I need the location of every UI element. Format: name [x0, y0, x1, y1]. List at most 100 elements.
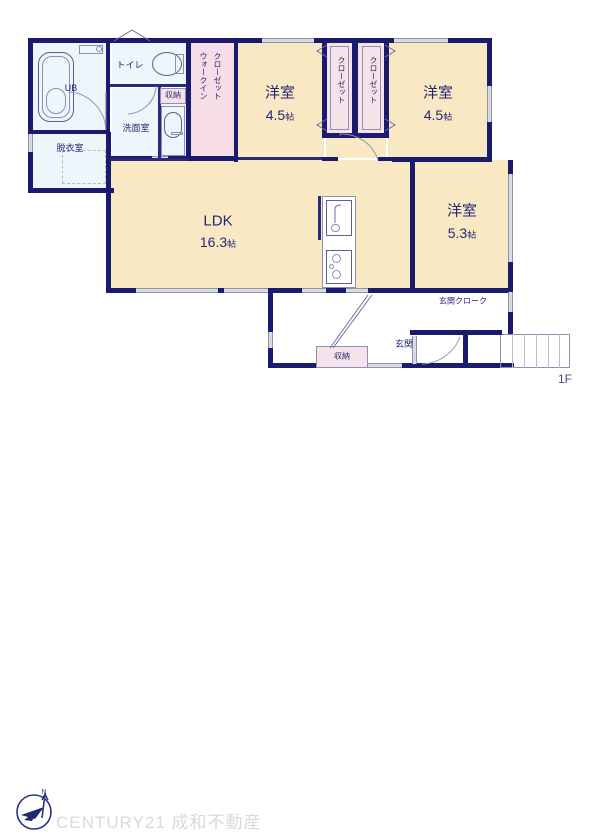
- stove-burner-2: [332, 270, 341, 279]
- door-genkan-entry: [342, 363, 402, 368]
- wall-ldk-top-left: [110, 158, 188, 161]
- wall-bedroom1-bottom: [238, 157, 324, 160]
- compass-icon: N: [16, 789, 52, 830]
- wall-toilet-bottom: [110, 84, 186, 87]
- wall-hall-bottom-b: [378, 157, 392, 161]
- stair-tread-2: [524, 334, 525, 368]
- svg-text:N: N: [41, 789, 46, 796]
- storage-box-1: [160, 88, 186, 104]
- label-toilet: トイレ: [116, 59, 144, 70]
- wall-bedroom3-right-b: [508, 262, 513, 292]
- label-bedroom-1-size: 4.5帖: [266, 107, 295, 124]
- room-fill-bedroom-2: [388, 42, 488, 158]
- wall-closet2-right: [384, 42, 389, 138]
- wall-bedroom3-right-a: [508, 160, 513, 174]
- wall-exterior-right-upper2: [487, 122, 492, 162]
- wall-ldk-bottom-c: [326, 288, 346, 293]
- wall-exterior-right-upper: [487, 38, 492, 86]
- wall-bedroom2-bottom: [392, 157, 492, 162]
- wall-genkan-bottom-a: [268, 363, 342, 368]
- wall-hall-bottom-a: [322, 157, 338, 161]
- stair-tread-5: [559, 334, 560, 368]
- bedroom-2-size-value: 4.5: [423, 107, 444, 124]
- wall-cloak-bottom: [410, 330, 468, 335]
- wall-wic-left: [186, 38, 191, 158]
- window-bedroom-1: [262, 38, 314, 43]
- label-ldk-size: 16.3帖: [199, 234, 237, 251]
- kitchen-faucet-icon: [334, 204, 342, 223]
- wall-ub-right: [106, 38, 110, 134]
- folding-door-icon-3: [384, 44, 396, 58]
- window-ldk-south-3: [346, 288, 368, 293]
- wall-kitchen-partition: [318, 196, 321, 240]
- wall-genkan-bottom-b: [402, 363, 468, 368]
- label-floor: 1F: [558, 372, 573, 386]
- door-ldk-genkan: [302, 288, 326, 293]
- window-genkan-west: [268, 332, 273, 348]
- wall-cloak-right: [508, 292, 513, 334]
- wall-exterior-top-wic: [186, 38, 262, 43]
- wall-wic-right: [234, 38, 238, 162]
- genkan-step-line: [329, 294, 373, 349]
- closet-inner-1: [330, 46, 349, 130]
- wall-exterior-top-closets: [314, 38, 350, 43]
- wall-bedroom3-left: [410, 160, 415, 292]
- bedroom-3-size-value: 5.3: [447, 225, 468, 242]
- sink-icon: [164, 112, 182, 138]
- room-fill-bedroom-3: [414, 160, 512, 292]
- vanity-cabinet: [161, 106, 185, 156]
- stairs-icon: [500, 334, 570, 368]
- closet-inner-2: [362, 46, 381, 130]
- room-fill-cloak: [414, 294, 512, 332]
- label-storage-1: 収納: [165, 90, 181, 100]
- bedroom-2-size-unit: 帖: [443, 112, 453, 123]
- bathtub-inner: [42, 56, 70, 118]
- wall-ldk-bottom-a: [106, 288, 136, 293]
- wall-wic-bottom: [186, 156, 238, 161]
- wall-closets-bottom: [322, 133, 389, 138]
- footer: N CENTURY21 成和不動産: [0, 390, 600, 832]
- bathtub-icon: [38, 52, 74, 122]
- wall-exterior-left-upper: [28, 38, 33, 134]
- bathtub-seat: [46, 88, 66, 114]
- door-swing-icon-ub: [69, 91, 107, 131]
- wall-bedroom3-bottom: [410, 288, 513, 293]
- wall-stairs-top: [468, 330, 502, 335]
- label-washroom: 洗面室: [122, 122, 150, 133]
- stove-burner-1: [332, 254, 341, 263]
- label-bedroom-2-size: 4.5帖: [423, 107, 453, 124]
- label-bedroom-1-name: 洋室: [264, 84, 296, 102]
- bay-window-bedroom-3: [508, 174, 513, 262]
- wall-genkan-left-a: [268, 292, 273, 332]
- bedroom-3-size-unit: 帖: [467, 230, 477, 241]
- wall-exterior-top-closet2: [350, 38, 394, 43]
- room-fill-walkin-closet: [188, 42, 236, 158]
- ldk-size-value: 16.3: [199, 234, 228, 251]
- door-swing-icon-cloak: [421, 336, 461, 365]
- ldk-size-unit: 帖: [227, 239, 237, 250]
- folding-door-icon-4: [384, 118, 396, 132]
- label-closet-2: クローゼット: [368, 56, 378, 104]
- wall-entry-right: [463, 330, 468, 368]
- stair-tread-3: [536, 334, 537, 368]
- window-left-dressing: [28, 134, 33, 152]
- folding-door-icon-2: [316, 118, 328, 132]
- kitchen-sink-icon: [326, 200, 352, 236]
- door-cloak-opening: [412, 336, 417, 364]
- ub-faucet-icon: [96, 46, 102, 52]
- bedroom-1-size-unit: 帖: [285, 112, 295, 123]
- label-dressing: 脱衣室: [56, 142, 84, 153]
- wall-storage-left: [158, 86, 161, 104]
- stove-icon: [326, 250, 352, 284]
- wall-ldk-left: [106, 160, 111, 292]
- label-bedroom-2-name: 洋室: [422, 84, 454, 102]
- wall-closet1-left: [322, 42, 327, 138]
- wall-stairs-bottom: [468, 363, 514, 368]
- wall-closet-divider: [352, 42, 358, 138]
- wall-ub-bottom: [28, 130, 110, 134]
- label-walkin-closet-line1: ウォークイン: [198, 52, 208, 100]
- label-walkin-closet-line2: クローゼット: [212, 52, 222, 100]
- room-fill-bedroom-1: [238, 42, 324, 158]
- toilet-icon: [152, 52, 182, 76]
- window-bedroom-2: [394, 38, 448, 43]
